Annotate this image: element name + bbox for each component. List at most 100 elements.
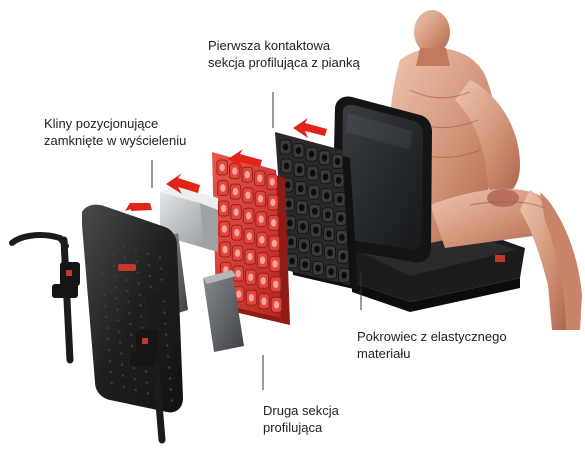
perforation-dot: [167, 355, 170, 358]
label-wedges-line2: zamknięte w wyścieleniu: [44, 132, 186, 149]
label-first-section: Pierwsza kontaktowa sekcja profilująca z…: [208, 37, 360, 71]
perforation-dot: [134, 389, 137, 392]
perforation-dot: [162, 300, 165, 303]
cell-hole: [272, 260, 277, 268]
cell-hole: [313, 227, 319, 234]
perforation-dot: [113, 264, 116, 267]
label-first-section-line2: sekcja profilująca z pianką: [208, 54, 360, 71]
perforation-dot: [100, 250, 103, 253]
cell-hole: [340, 253, 346, 260]
cell-hole: [260, 257, 265, 265]
cell-hole: [339, 234, 345, 241]
cell-hole: [323, 173, 329, 180]
perforation-dot: [139, 304, 142, 307]
perforation-dot: [147, 253, 150, 256]
cell-hole: [245, 171, 250, 179]
perforation-dot: [110, 371, 113, 374]
cell-hole: [328, 268, 334, 275]
perforation-dot: [149, 275, 152, 278]
cell-hole: [341, 272, 347, 279]
cell-hole: [257, 175, 262, 183]
label-cover-line1: Pokrowiec z elastycznego: [357, 328, 507, 345]
cell-hole: [221, 205, 226, 213]
cell-hole: [312, 208, 318, 215]
perforation-dot: [103, 294, 106, 297]
perforation-dot: [102, 283, 105, 286]
cell-hole: [301, 242, 307, 249]
cell-hole: [337, 196, 343, 203]
perforation-dot: [118, 330, 121, 333]
perforation-dot: [105, 316, 108, 319]
cell-hole: [249, 294, 254, 302]
perforation-dot: [130, 334, 133, 337]
perforation-dot: [133, 367, 136, 370]
cell-hole: [298, 185, 304, 192]
perforation-dot: [168, 366, 171, 369]
perforation-dot: [148, 264, 151, 267]
perforation-dot: [124, 257, 127, 260]
cell-hole: [247, 232, 252, 240]
perforation-dot: [110, 382, 113, 385]
cell-hole: [336, 177, 342, 184]
cell-hole: [289, 258, 295, 265]
cell-hole: [232, 167, 237, 175]
perforation-dot: [163, 311, 166, 314]
cell-hole: [311, 189, 317, 196]
perforation-dot: [128, 312, 131, 315]
cell-hole: [274, 301, 279, 309]
arrow-4: [293, 118, 327, 138]
cell-hole: [245, 191, 250, 199]
cell-hole: [246, 212, 251, 220]
cell-hole: [270, 199, 275, 207]
brand-tag: [495, 255, 505, 262]
cell-hole: [335, 158, 341, 165]
cell-hole: [326, 230, 332, 237]
perforation-dot: [101, 261, 104, 264]
perforation-dot: [120, 352, 123, 355]
cell-hole: [234, 229, 239, 237]
label-cover: Pokrowiec z elastycznego materiału: [357, 328, 507, 362]
cell-hole: [327, 249, 333, 256]
cell-hole: [299, 204, 305, 211]
cell-hole: [258, 195, 263, 203]
cell-hole: [300, 223, 306, 230]
label-second-section-line2: profilująca: [263, 419, 339, 436]
cell-hole: [235, 249, 240, 257]
perforation-dot: [146, 381, 149, 384]
perforation-dot: [159, 256, 162, 259]
perforation-dot: [170, 399, 173, 402]
backrest-frame: [12, 205, 183, 440]
perforation-dot: [138, 293, 141, 296]
cell-hole: [233, 188, 238, 196]
cell-hole: [270, 178, 275, 186]
cell-hole: [247, 253, 252, 261]
perforation-dot: [146, 392, 149, 395]
label-wedges: Kliny pozycjonujące zamknięte w wyściele…: [44, 115, 186, 149]
perforation-dot: [135, 249, 138, 252]
cell-hole: [236, 270, 241, 278]
cell-hole: [285, 182, 291, 189]
label-cover-line2: materiału: [357, 345, 507, 362]
perforation-dot: [114, 286, 117, 289]
perforation-dot: [108, 349, 111, 352]
cell-hole: [283, 144, 289, 151]
perforation-dot: [109, 360, 112, 363]
perforation-dot: [136, 260, 139, 263]
perforation-dot: [164, 322, 167, 325]
perforation-dot: [125, 279, 128, 282]
cell-hole: [220, 184, 225, 192]
cell-hole: [309, 151, 315, 158]
perforation-dot: [112, 253, 115, 256]
label-second-section-line1: Druga sekcja: [263, 402, 339, 419]
cell-hole: [261, 277, 266, 285]
perforation-dot: [141, 326, 144, 329]
cell-hole: [338, 215, 344, 222]
perforation-dot: [119, 341, 122, 344]
perforation-dot: [169, 377, 172, 380]
cell-hole: [222, 225, 227, 233]
cell-hole: [222, 246, 227, 254]
cell-hole: [322, 154, 328, 161]
label-wedges-line1: Kliny pozycjonujące: [44, 115, 186, 132]
perforation-dot: [121, 363, 124, 366]
perforation-dot: [104, 305, 107, 308]
